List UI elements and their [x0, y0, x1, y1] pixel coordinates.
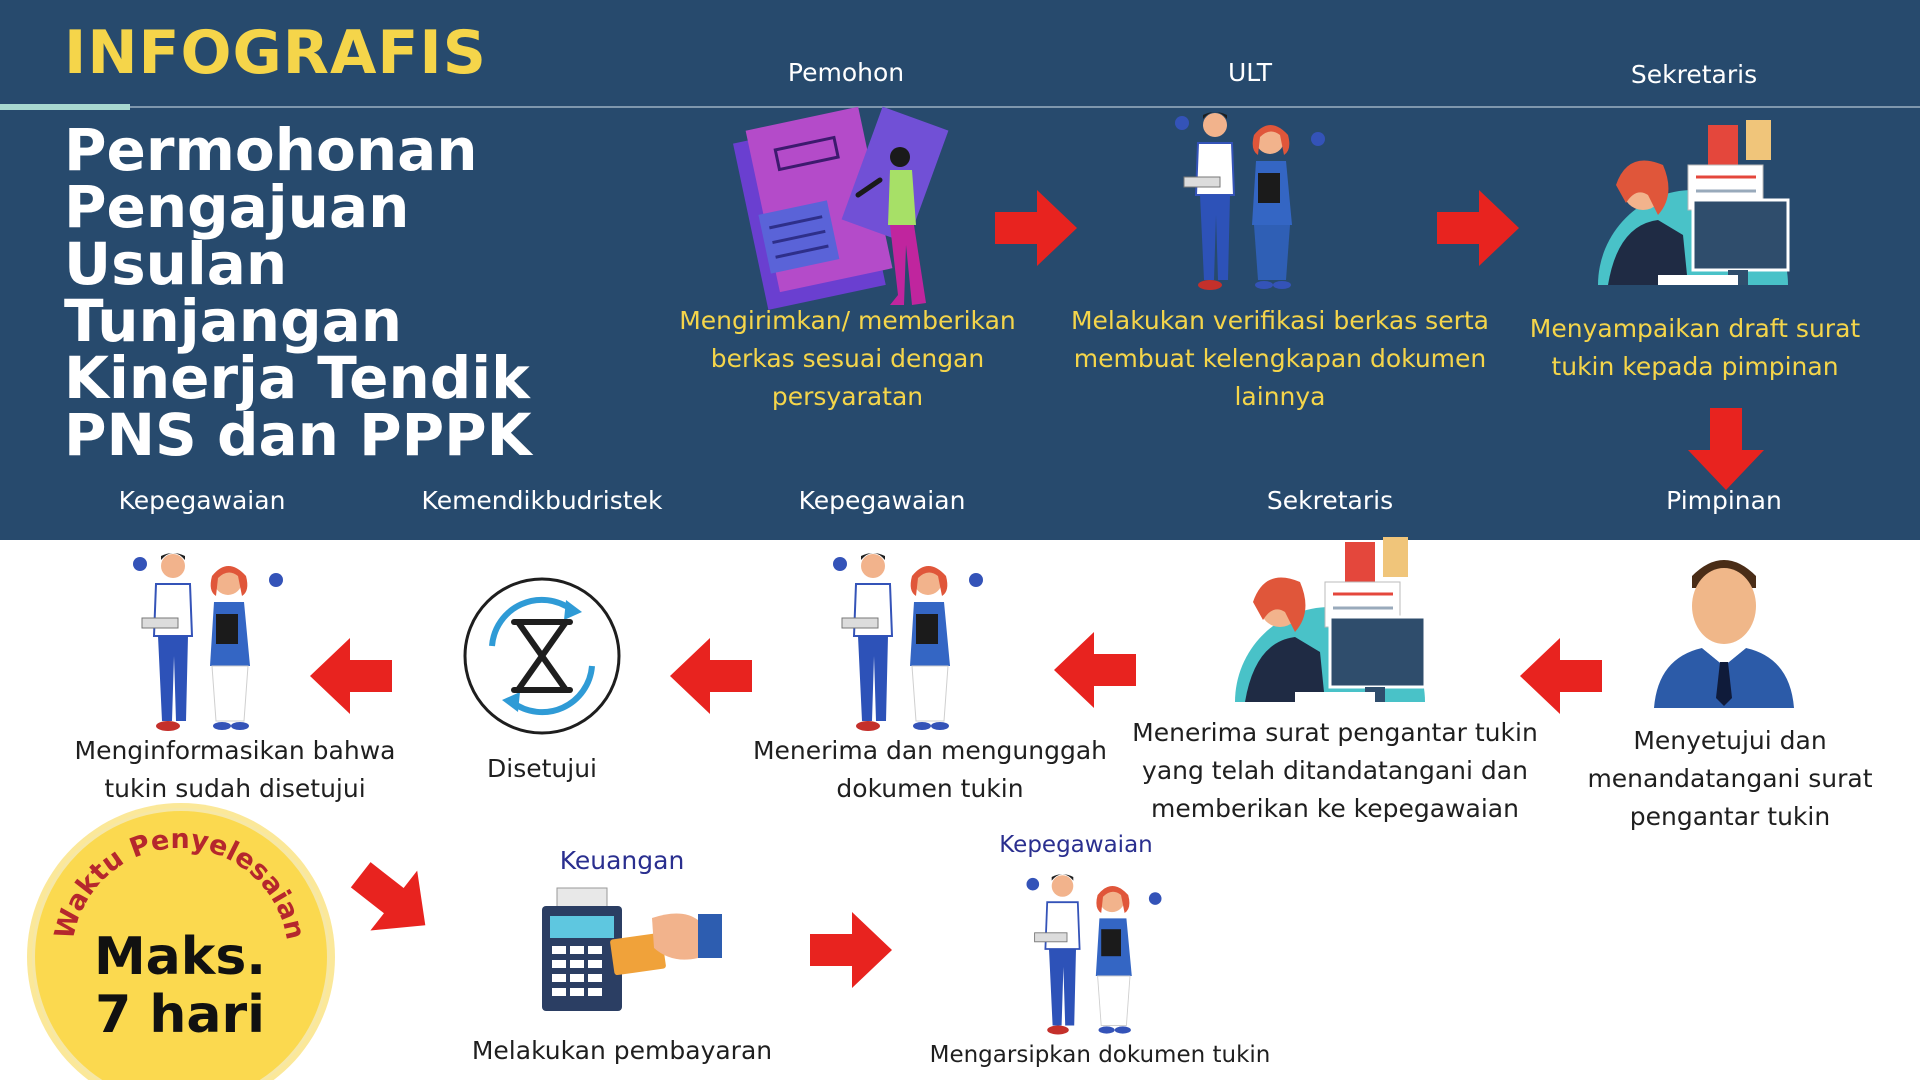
role-label-sekretaris-top: Sekretaris — [1630, 60, 1758, 89]
badge-duration-line2: 7 hari — [95, 985, 265, 1045]
step-description-kepegawaian-left: Menginformasikan bahwa tukin sudah diset… — [74, 736, 396, 803]
step-description-pemohon: Mengirimkan/ memberikan berkas sesuai de… — [679, 306, 1016, 411]
step-description-kepegawaian-bottom: Mengarsipkan dokumen tukin — [929, 1042, 1271, 1068]
role-label-kepegawaian-middle: Kepegawaian — [798, 486, 966, 515]
page-title: Permohonan Pengajuan Usulan Tunjangan Ki… — [64, 116, 532, 469]
payment-terminal-icon — [542, 887, 722, 1011]
flow-arrow-right — [995, 190, 1077, 266]
role-label-keuangan: Keuangan — [559, 846, 685, 875]
two-staff-icon — [833, 553, 983, 731]
step-description-kemendikbudristek: Disetujui — [487, 754, 597, 783]
header-divider-accent — [0, 104, 130, 110]
step-description-keuangan: Melakukan pembayaran — [471, 1036, 773, 1065]
two-staff-icon — [1026, 874, 1162, 1035]
flow-arrow-right — [1437, 190, 1519, 266]
badge-arc-text: Waktu Penyelesaian — [49, 824, 311, 942]
hourglass-cycle-icon — [463, 577, 621, 735]
flow-arrow-left — [310, 638, 392, 714]
documents-person-icon — [733, 106, 949, 310]
role-label-kepegawaian-bottom: Kepegawaian — [999, 832, 1153, 858]
flow-arrow-left — [670, 638, 752, 714]
role-label-ult: ULT — [1227, 58, 1273, 87]
badge-circle — [32, 808, 330, 1080]
flow-arrow-right — [810, 912, 892, 988]
role-label-sekretaris-bottom: Sekretaris — [1266, 486, 1394, 515]
flow-arrow-down — [1688, 408, 1764, 490]
step-description-pimpinan: Menyetujui dan menandatangani surat peng… — [1587, 726, 1873, 831]
flow-arrow-left — [1054, 632, 1136, 708]
completion-time-badge: Waktu Penyelesaian Maks. 7 hari — [32, 808, 330, 1080]
infographic-tag: INFOGRAFIS — [64, 18, 487, 88]
step-description-sekretaris-bottom: Menerima surat pengantar tukin yang tela… — [1132, 718, 1538, 823]
badge-duration-line1: Maks. — [93, 927, 267, 987]
step-description-sekretaris-top: Menyampaikan draft surat tukin kepada pi… — [1529, 314, 1861, 381]
role-label-pimpinan: Pimpinan — [1666, 486, 1782, 515]
step-description-kepegawaian-middle: Menerima dan mengunggah dokumen tukin — [752, 736, 1108, 803]
secretary-desk-icon — [1598, 120, 1790, 285]
flow-arrow-diagonal — [350, 862, 426, 931]
role-label-pemohon: Pemohon — [787, 58, 905, 87]
secretary-desk-icon — [1235, 537, 1427, 702]
role-label-kemendikbudristek: Kemendikbudristek — [421, 486, 663, 515]
role-label-kepegawaian-left: Kepegawaian — [118, 486, 286, 515]
step-description-ult: Melakukan verifikasi berkas serta membua… — [1070, 306, 1489, 411]
svg-text:Waktu Penyelesaian: Waktu Penyelesaian — [49, 824, 311, 942]
two-staff-icon — [1175, 112, 1325, 290]
header-divider — [0, 106, 1920, 108]
two-staff-icon — [133, 553, 283, 731]
flow-arrow-left — [1520, 638, 1602, 714]
badge-duration: Maks. 7 hari — [32, 928, 328, 1044]
executive-avatar-icon — [1654, 560, 1794, 708]
badge-arc-label: Waktu Penyelesaian — [49, 824, 311, 942]
